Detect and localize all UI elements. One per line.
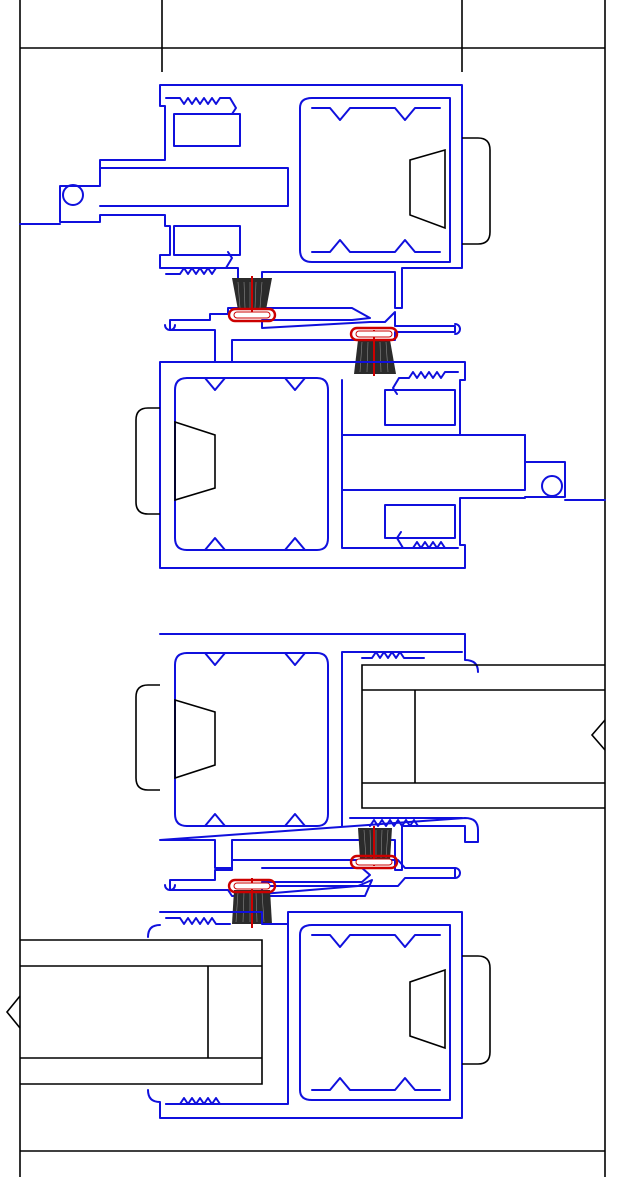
sash-profile-top-right [159,361,606,569]
sash-profile-top-left [19,84,463,309]
interlock-bottom [164,859,461,897]
brush-seal [227,878,277,928]
glass-unit-left [5,939,263,1085]
brush-seal [349,326,399,376]
gasket-insert [135,684,216,791]
brush-seal [349,826,399,870]
gasket-insert [409,137,491,245]
brush-seal [227,276,277,323]
interlock-top [164,307,461,363]
sash-profile-bottom-right [159,633,479,871]
outer-frame [19,0,606,1177]
sash-profile-bottom-left [147,911,463,1119]
gasket-insert [135,407,216,515]
glass-unit-right [361,664,606,809]
gasket-insert [409,955,491,1065]
